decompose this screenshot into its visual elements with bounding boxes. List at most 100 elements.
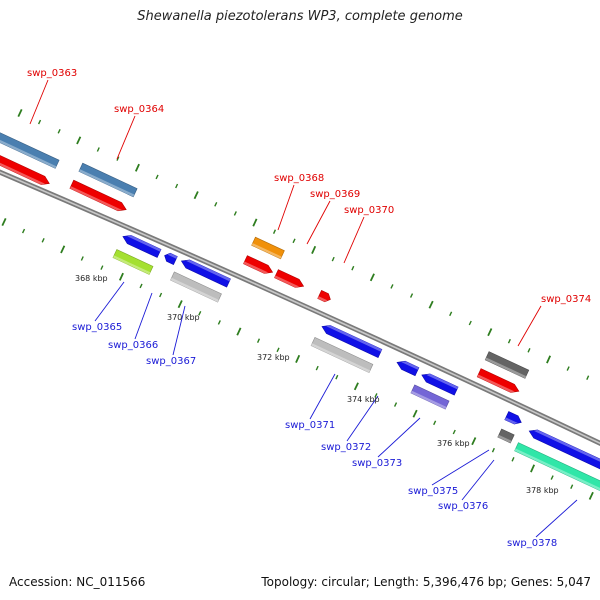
gene-arrow-swp-0377[interactable] xyxy=(504,411,522,425)
leader-swp-0365 xyxy=(94,281,125,322)
gene-arrow-swp-0372[interactable] xyxy=(396,360,420,377)
scale-label-368: 368 kbp xyxy=(75,274,108,283)
leader-swp-0375 xyxy=(431,449,490,486)
outer-tick-track xyxy=(17,109,590,380)
gene-label-swp-0374[interactable]: swp_0374 xyxy=(541,294,591,305)
inner-tick-20 xyxy=(393,402,398,407)
gene-label-swp-0371[interactable]: swp_0371 xyxy=(285,420,335,431)
gene-bar-swp-0363[interactable] xyxy=(0,126,60,169)
outer-tick-4 xyxy=(96,147,100,152)
outer-tick-26 xyxy=(527,348,531,353)
inner-tick-26 xyxy=(511,457,515,462)
inner-tick-0 xyxy=(1,218,7,226)
outer-tick-17 xyxy=(351,265,355,271)
inner-tick-6 xyxy=(118,272,124,281)
gene-bar-swp-0373[interactable] xyxy=(410,384,450,410)
accession-text: Accession: NC_011566 xyxy=(9,575,146,589)
gene-bar-swp-0371b[interactable] xyxy=(310,337,374,373)
outer-tick-18 xyxy=(369,273,375,282)
gene-label-swp-0367[interactable]: swp_0367 xyxy=(146,356,196,367)
gene-arrow-swp-0365[interactable] xyxy=(122,235,162,258)
inner-tick-track xyxy=(1,218,594,500)
gene-label-swp-0368[interactable]: swp_0368 xyxy=(274,173,324,184)
inner-tick-22 xyxy=(433,420,437,426)
outer-tick-25 xyxy=(507,338,511,344)
inner-tick-15 xyxy=(295,354,301,363)
gene-bar-swp-0378b[interactable] xyxy=(514,442,600,492)
leader-swp-0373 xyxy=(377,417,421,458)
gene-bar-swp-0376[interactable] xyxy=(497,428,515,444)
gene-label-swp-0365[interactable]: swp_0365 xyxy=(72,322,122,333)
genome-summary-text: Topology: circular; Length: 5,396,476 bp… xyxy=(261,575,591,589)
leader-swp-0376 xyxy=(461,459,495,501)
gene-arrow-swp-0372b[interactable] xyxy=(421,373,459,396)
scale-label-370: 370 kbp xyxy=(167,313,200,322)
outer-tick-22 xyxy=(449,311,453,317)
outer-tick-27 xyxy=(546,355,552,364)
feature-track xyxy=(0,126,600,492)
inner-tick-30 xyxy=(588,491,594,500)
outer-tick-12 xyxy=(252,218,258,227)
gene-arrow-swp-0363[interactable] xyxy=(0,146,50,185)
outer-tick-9 xyxy=(193,191,199,200)
inner-tick-24 xyxy=(471,437,477,446)
map-title: Shewanella piezotolerans WP3, complete g… xyxy=(137,9,463,24)
outer-tick-6 xyxy=(134,163,140,172)
outer-tick-0 xyxy=(17,109,23,117)
genome-backbone xyxy=(0,169,600,447)
gene-arrow-swp-0368[interactable] xyxy=(243,255,274,274)
outer-tick-11 xyxy=(233,211,237,216)
gene-arrow-swp-0369[interactable] xyxy=(274,269,305,288)
gene-label-swp-0373[interactable]: swp_0373 xyxy=(352,458,402,469)
inner-tick-19 xyxy=(374,393,378,398)
gene-arrow-swp-0371[interactable] xyxy=(321,325,383,358)
inner-tick-27 xyxy=(530,464,536,473)
gene-label-swp-0372[interactable]: swp_0372 xyxy=(321,442,371,453)
inner-tick-21 xyxy=(412,409,418,418)
gene-arrow-swp-0370[interactable] xyxy=(317,290,331,303)
gene-label-swp-0378[interactable]: swp_0378 xyxy=(507,538,557,549)
gene-label-swp-0369[interactable]: swp_0369 xyxy=(310,189,360,200)
inner-tick-18 xyxy=(353,382,359,391)
leader-swp-0367 xyxy=(172,305,186,356)
outer-tick-19 xyxy=(390,284,394,289)
leader-swp-0374 xyxy=(517,305,542,347)
scale-label-376: 376 kbp xyxy=(437,439,470,448)
outer-tick-5 xyxy=(116,156,120,161)
gene-bar-swp-0365b[interactable] xyxy=(112,249,154,275)
outer-tick-3 xyxy=(76,136,82,145)
outer-tick-16 xyxy=(331,256,335,262)
inner-tick-23 xyxy=(452,429,456,435)
inner-tick-28 xyxy=(550,475,554,480)
outer-tick-8 xyxy=(175,183,179,189)
gene-label-swp-0363[interactable]: swp_0363 xyxy=(27,68,77,79)
gene-bar-swp-0367b[interactable] xyxy=(170,271,222,303)
inner-tick-8 xyxy=(159,292,163,298)
gene-bar-swp-0374[interactable] xyxy=(484,351,530,379)
inner-tick-1 xyxy=(21,228,26,234)
gene-arrow-swp-0367[interactable] xyxy=(180,259,231,288)
gene-label-swp-0370[interactable]: swp_0370 xyxy=(344,205,394,216)
gene-arrow-swp-0378[interactable] xyxy=(528,429,600,473)
scale-label-378: 378 kbp xyxy=(526,486,559,495)
outer-tick-14 xyxy=(292,238,296,244)
gene-label-swp-0376[interactable]: swp_0376 xyxy=(438,501,488,512)
inner-tick-17 xyxy=(335,374,339,380)
leader-swp-0363 xyxy=(29,79,49,125)
gene-label-swp-0375[interactable]: swp_0375 xyxy=(408,486,458,497)
gene-arrow-swp-0374[interactable] xyxy=(476,368,520,393)
inner-tick-3 xyxy=(60,245,66,254)
gene-bar-swp-0368[interactable] xyxy=(251,236,285,260)
scale-label-372: 372 kbp xyxy=(257,353,290,362)
gene-bar-swp-0364[interactable] xyxy=(78,162,138,198)
label-leader-lines xyxy=(29,79,578,538)
leader-swp-0366 xyxy=(134,292,153,340)
gene-label-swp-0364[interactable]: swp_0364 xyxy=(114,104,164,115)
gene-arrow-swp-0366[interactable] xyxy=(164,252,178,265)
gene-label-swp-0366[interactable]: swp_0366 xyxy=(108,340,158,351)
leader-swp-0370 xyxy=(343,216,365,264)
gene-arrow-swp-0364[interactable] xyxy=(69,179,127,212)
outer-tick-23 xyxy=(468,320,472,326)
outer-tick-15 xyxy=(311,245,317,254)
